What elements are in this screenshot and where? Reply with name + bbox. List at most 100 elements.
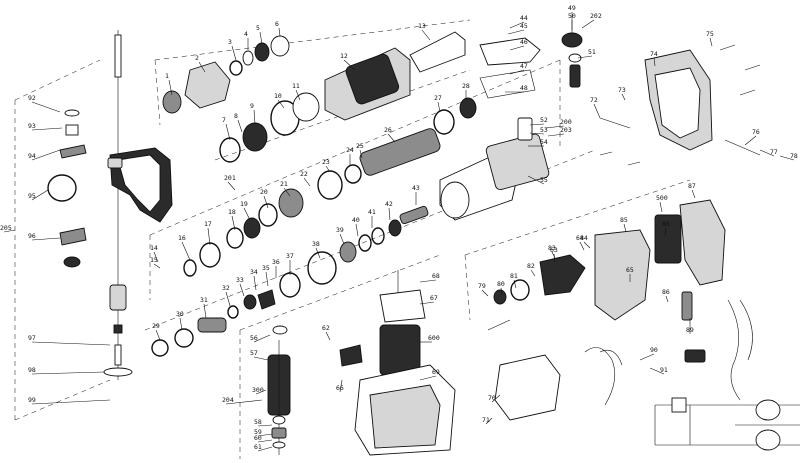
callout-8: 8 (234, 112, 238, 120)
leader-line-23 (325, 165, 331, 173)
callout-22: 22 (300, 170, 308, 178)
callout-19: 19 (240, 200, 248, 208)
callout-79: 79 (478, 282, 486, 290)
leader-line-44 (509, 21, 525, 29)
callout-81: 81 (510, 272, 518, 280)
callout-97: 97 (28, 334, 36, 342)
callout-21: 21 (280, 180, 288, 188)
leader-line-42 (388, 207, 391, 221)
leader-line-84 (583, 241, 591, 249)
leader-line-9 (253, 109, 256, 125)
callout-43: 43 (412, 184, 420, 192)
leader-line-80 (500, 287, 503, 296)
callout-99: 99 (28, 396, 36, 404)
leader-line-17 (207, 227, 211, 246)
callout-42: 42 (385, 200, 393, 208)
callout-200: 200 (560, 118, 572, 126)
leader-line-76 (744, 135, 757, 146)
leader-line-203 (547, 133, 565, 137)
callout-80: 80 (497, 280, 505, 288)
callout-12: 12 (340, 52, 348, 60)
leader-line-202 (581, 19, 595, 29)
leader-line-56 (253, 334, 271, 343)
hardware-screws (487, 44, 761, 331)
callout-11: 11 (292, 82, 300, 90)
callout-75: 75 (706, 30, 714, 38)
leader-line-78 (779, 155, 795, 161)
leader-line-29 (155, 329, 161, 341)
side-handle (107, 147, 173, 223)
callout-30: 30 (176, 310, 184, 318)
callout-83: 83 (548, 244, 556, 252)
leader-line-18 (231, 215, 236, 231)
leader-line-61 (257, 446, 273, 452)
leader-line-71 (485, 417, 493, 425)
leader-line-82 (530, 269, 536, 277)
chuck-and-barrel-row (162, 31, 466, 163)
callout-37: 37 (286, 252, 294, 260)
callout-7: 7 (222, 116, 226, 124)
callout-34: 34 (250, 268, 258, 276)
leader-line-13 (421, 29, 431, 41)
leader-line-88 (664, 227, 667, 237)
leader-line-72 (593, 103, 601, 119)
callout-70: 70 (488, 394, 496, 402)
callout-94: 94 (28, 152, 36, 160)
leader-line-45 (507, 29, 525, 35)
callout-59: 59 (254, 428, 262, 436)
leader-line-62 (325, 331, 331, 341)
callout-600: 600 (428, 334, 440, 342)
armature-assembly (267, 325, 291, 455)
callout-24: 24 (346, 146, 354, 154)
callout-35: 35 (262, 264, 270, 272)
callout-90: 90 (650, 346, 658, 354)
leader-line-3 (231, 45, 237, 61)
leader-line-85 (623, 223, 627, 233)
leader-line-90 (639, 353, 655, 361)
callout-15: 15 (150, 256, 158, 264)
callout-88: 88 (662, 220, 670, 228)
leader-line-31 (203, 303, 207, 319)
callout-68: 68 (432, 272, 440, 280)
leader-line-99 (31, 399, 111, 405)
leader-line-94 (31, 149, 61, 161)
leader-line-55 (527, 175, 545, 185)
callout-53: 53 (540, 126, 548, 134)
leader-line-39 (339, 233, 345, 245)
leader-line-95 (31, 189, 49, 201)
callout-62: 62 (322, 324, 330, 332)
callout-27: 27 (434, 94, 442, 102)
leader-line-26 (387, 133, 396, 143)
leader-line-75 (709, 37, 713, 47)
leader-line-52 (529, 123, 545, 126)
leader-line-74 (653, 57, 656, 67)
leader-line-98 (31, 371, 105, 375)
leader-line-70 (491, 394, 501, 403)
leader-line-87 (691, 189, 696, 199)
leader-line-34 (253, 275, 257, 291)
leader-line-21 (283, 187, 291, 197)
main-shaft-assembly (103, 30, 133, 380)
switch-and-cord (494, 291, 753, 421)
callout-46: 46 (520, 38, 528, 46)
callout-95: 95 (28, 192, 36, 200)
callout-17: 17 (204, 220, 212, 228)
leader-line-10 (277, 99, 285, 109)
leader-line-204 (225, 399, 263, 405)
callout-201: 201 (224, 174, 236, 182)
callout-77: 77 (770, 148, 778, 156)
callout-5: 5 (256, 24, 260, 32)
callout-96: 96 (28, 232, 36, 240)
callout-63: 63 (550, 246, 558, 254)
leader-line-30 (179, 317, 183, 331)
leader-line-63 (553, 253, 556, 263)
callout-60: 60 (254, 434, 262, 442)
callout-98: 98 (28, 366, 36, 374)
callout-29: 29 (152, 322, 160, 330)
callout-204: 204 (222, 396, 234, 404)
leader-line-96 (31, 237, 61, 241)
wiring-schematic (654, 397, 800, 451)
